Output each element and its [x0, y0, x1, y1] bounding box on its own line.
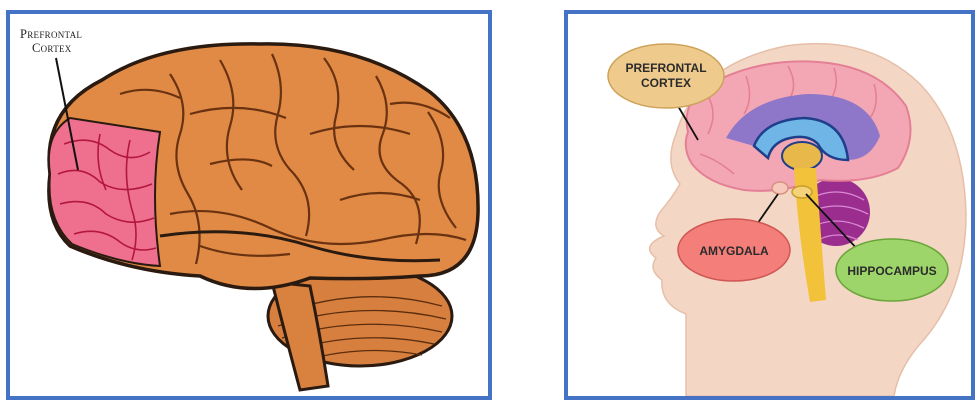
hippocampus-label: HIPPOCAMPUS: [847, 264, 936, 278]
thalamus: [782, 142, 822, 170]
lateral-brain-panel: Prefrontal Cortex: [6, 10, 492, 400]
sagittal-brain-panel: PREFRONTAL CORTEX AMYGDALA HIPPOCAMPUS: [564, 10, 975, 400]
prefrontal-cortex-label-line1: Prefrontal: [20, 27, 82, 41]
amygdala-structure: [772, 182, 788, 194]
prefrontal-cortex-label-line2: CORTEX: [641, 76, 691, 90]
lateral-brain-illustration: Prefrontal Cortex: [10, 14, 488, 396]
prefrontal-cortex-label-line1: PREFRONTAL: [625, 61, 706, 75]
amygdala-label: AMYGDALA: [699, 244, 769, 258]
prefrontal-cortex-label-line2: Cortex: [32, 41, 72, 55]
sagittal-head-illustration: PREFRONTAL CORTEX AMYGDALA HIPPOCAMPUS: [568, 14, 971, 396]
